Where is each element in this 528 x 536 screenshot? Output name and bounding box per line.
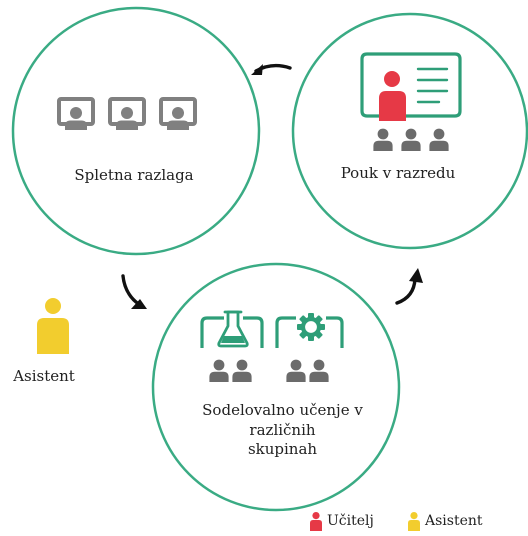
cycle-arrow-icon xyxy=(251,63,292,75)
assistant-legend-icon xyxy=(408,512,420,531)
node-label-collaborative-line-1: Sodelovalno učenje v xyxy=(202,401,363,419)
node-label-online: Spletna razlaga xyxy=(74,166,194,184)
legend-teacher-label: Učitelj xyxy=(327,513,374,529)
cycle-arrow-icon xyxy=(121,274,147,309)
assistant-icon xyxy=(37,298,69,354)
assistant-label: Asistent xyxy=(13,367,75,385)
node-label-collaborative-line-2: različnih xyxy=(249,420,316,439)
teacher-icon xyxy=(379,71,406,121)
node-label-classroom: Pouk v razredu xyxy=(340,164,456,182)
cycle-arrow-icon xyxy=(395,268,423,305)
group-panel-science xyxy=(200,316,264,382)
group-panel-technology xyxy=(275,316,344,382)
collaborative-circle xyxy=(151,262,401,512)
gear-icon xyxy=(297,313,325,341)
legend-teacher: Učitelj xyxy=(309,511,374,531)
node-label-collaborative-line-3: skupinah xyxy=(247,440,318,458)
online-explanation-circle xyxy=(11,6,261,256)
whiteboard-icon xyxy=(360,52,462,118)
legend-assistant: Asistent xyxy=(407,511,483,531)
flask-icon xyxy=(217,310,249,348)
legend-assistant-label: Asistent xyxy=(425,513,483,529)
node-label-collaborative: Sodelovalno učenje v različnih skupinah xyxy=(180,401,385,460)
teacher-legend-icon xyxy=(310,512,322,531)
